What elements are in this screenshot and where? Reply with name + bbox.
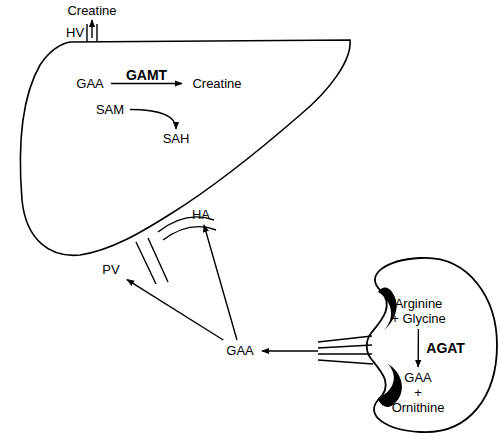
node-text: Arginine + Glycine — [390, 296, 447, 326]
cofactor-label: SAM — [92, 102, 128, 117]
node-text: GAA — [222, 343, 258, 358]
metabolite-label: GAA — [222, 343, 258, 358]
node-text: GAA — [72, 76, 108, 91]
product-label: GAA + Ornithine — [388, 370, 448, 415]
substrate-label: Arginine + Glycine — [390, 296, 447, 326]
vessel-label: PV — [98, 262, 124, 277]
node-text: PV — [98, 262, 124, 277]
node-text: Creatine — [185, 76, 249, 91]
release-arrow — [262, 350, 318, 351]
substrate-label: GAA — [72, 76, 108, 91]
product-label: Creatine — [57, 3, 127, 18]
reaction-arrow — [204, 225, 237, 340]
reaction-arrow — [417, 329, 419, 367]
enzyme-label: AGAT — [426, 340, 465, 356]
node-text: HA — [188, 207, 214, 222]
kidney-outline — [367, 258, 497, 432]
node-text: SAM — [92, 102, 128, 117]
renal-vessels — [318, 336, 373, 364]
node-text: SAH — [158, 131, 194, 146]
product-label: Creatine — [185, 76, 249, 91]
reaction-arrow — [111, 83, 182, 84]
cofactor-label: SAH — [158, 131, 194, 146]
vessel-label: HA — [188, 207, 214, 222]
vessel-label: HV — [66, 25, 84, 40]
node-text: GAA + Ornithine — [388, 370, 448, 415]
outflow-arrow — [91, 20, 92, 38]
reaction-arrow — [130, 110, 176, 130]
portal-vein — [136, 238, 168, 284]
node-text: Creatine — [57, 3, 127, 18]
liver-outline — [20, 40, 350, 255]
reaction-arrow — [127, 280, 223, 340]
enzyme-label: GAMT — [126, 67, 167, 83]
